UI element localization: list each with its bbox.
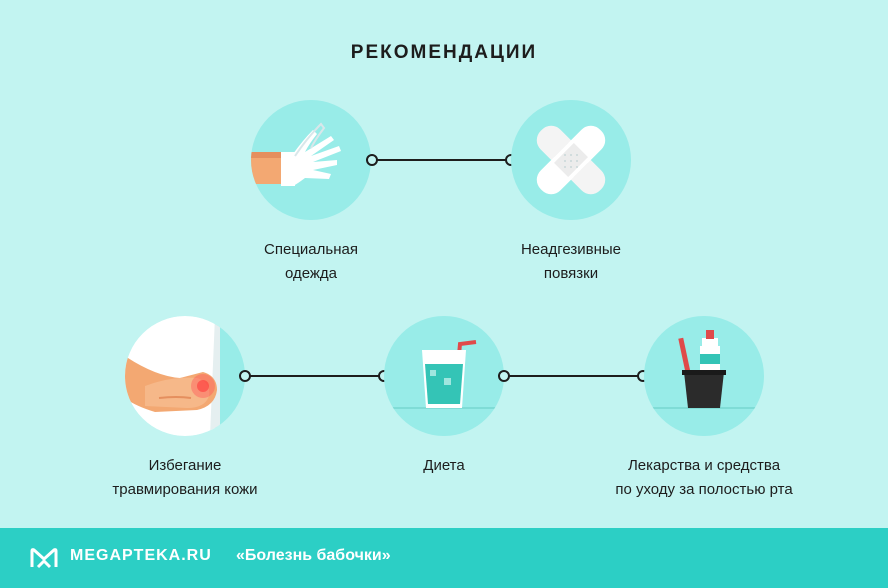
gloves-icon bbox=[251, 122, 341, 186]
connector-row2-right bbox=[505, 375, 641, 377]
oral-care-icon bbox=[648, 330, 760, 409]
drink-icon bbox=[388, 340, 500, 409]
logo-icon bbox=[30, 548, 58, 569]
footer-title: «Болезнь бабочки» bbox=[236, 547, 391, 564]
bandage-icon bbox=[536, 125, 606, 195]
brand-link[interactable]: MEGAPTEKA.RU bbox=[70, 547, 212, 564]
footer: MEGAPTEKA.RU «Болезнь бабочки» bbox=[0, 528, 888, 588]
item-label-oral-care: Лекарства и средства по уходу за полость… bbox=[615, 457, 793, 498]
item-label-diet: Диета bbox=[423, 457, 465, 474]
connector-node bbox=[498, 370, 510, 382]
connector-row2-left bbox=[246, 375, 382, 377]
bandage-circle bbox=[511, 100, 631, 220]
connector-node bbox=[239, 370, 251, 382]
item-label-clothing: Специальная одежда bbox=[264, 241, 358, 282]
skin-injury-icon bbox=[125, 316, 220, 436]
page-title: РЕКОМЕНДАЦИИ bbox=[350, 42, 538, 63]
gloves-circle bbox=[251, 100, 371, 220]
connector-node bbox=[366, 154, 378, 166]
item-label-bandages: Неадгезивные повязки bbox=[520, 241, 622, 282]
item-label-skin: Избегание травмирования кожи bbox=[112, 457, 258, 498]
skin-circle bbox=[125, 316, 245, 436]
connector-row1 bbox=[373, 159, 509, 161]
diet-circle bbox=[384, 316, 504, 436]
oral-care-circle bbox=[644, 316, 764, 436]
